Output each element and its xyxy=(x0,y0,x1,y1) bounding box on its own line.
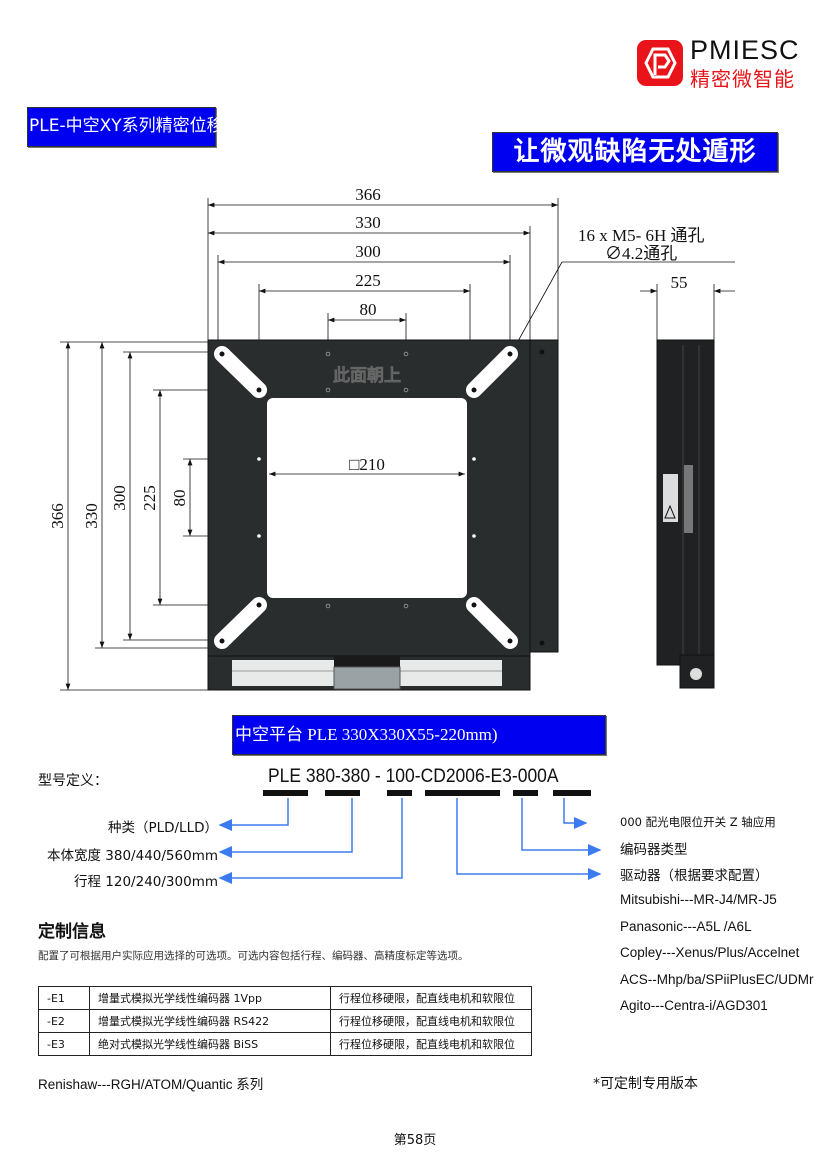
series-title-banner xyxy=(27,107,216,147)
dim-side-55: 55 xyxy=(671,273,688,292)
hole-note-1: 16 x M5- 6H 通孔 xyxy=(578,226,705,245)
dim-left-300: 300 xyxy=(110,485,129,511)
row-code: -E1 xyxy=(38,986,90,1010)
model-label: 型号定义： xyxy=(38,773,108,789)
row-encoder: 增量式模拟光学线性编码器 1Vpp xyxy=(89,986,331,1010)
brand-name-cn: 精密微智能 xyxy=(690,67,795,91)
table-row: -E1 增量式模拟光学线性编码器 1Vpp 行程位移硬限，配直线电机和软限位 xyxy=(38,986,532,1010)
driver-item: ACS--Mhp/ba/SPiiPlusEC/UDMr xyxy=(620,971,814,987)
table-row: -E3 绝对式模拟光学线性编码器 BiSS 行程位移硬限，配直线电机和软限位 xyxy=(38,1032,532,1056)
dim-top-330: 330 xyxy=(355,213,381,232)
custom-title: 定制信息 xyxy=(38,922,106,942)
model-arrows xyxy=(218,790,602,884)
driver-item: Agito---Centra-i/AGD301 xyxy=(620,998,768,1013)
page-number: 第58页 xyxy=(393,1133,437,1148)
callout-type: 种类（PLD/LLD） xyxy=(107,820,218,836)
brand-name-en: PMIESC xyxy=(690,35,800,65)
table-row: -E2 增量式模拟光学线性编码器 RS422 行程位移硬限，配直线电机和软限位 xyxy=(38,1009,532,1033)
row-encoder: 增量式模拟光学线性编码器 RS422 xyxy=(89,1009,331,1033)
driver-item: Copley---Xenus/Plus/Accelnet xyxy=(620,945,800,960)
callout-travel: 行程 120/240/300mm xyxy=(74,874,218,890)
custom-desc: 配置了可根据用户实际应用选择的可选项。可选内容包括行程、编码器、高精度标定等选项… xyxy=(38,950,469,962)
row-note: 行程位移硬限，配直线电机和软限位 xyxy=(330,986,532,1010)
logo-mark-icon xyxy=(637,40,683,86)
callout-width: 本体宽度 380/440/560mm xyxy=(47,848,218,864)
series-title: PLE-中空XY系列精密位移模组 xyxy=(29,116,258,136)
encoder-table: -E1 增量式模拟光学线性编码器 1Vpp 行程位移硬限，配直线电机和软限位 -… xyxy=(38,986,532,1056)
platform-banner: 中空平台 PLE 330X330X55-220mm) xyxy=(232,715,606,755)
dim-top-225: 225 xyxy=(355,271,381,290)
brand-logo: PMIESC 精密微智能 xyxy=(636,35,808,91)
row-note: 行程位移硬限，配直线电机和软限位 xyxy=(330,1032,532,1056)
callout-encoder: 编码器类型 xyxy=(620,842,688,858)
dim-top-366: 366 xyxy=(355,185,381,204)
technical-drawing: 此面朝上 366 330 300 225 80 366 330 300 225 … xyxy=(48,185,735,691)
plate-marking: 此面朝上 xyxy=(333,365,401,386)
top-view-plate: 此面朝上 xyxy=(207,339,559,691)
driver-item: Mitsubishi---MR-J4/MR-J5 xyxy=(620,892,777,907)
row-code: -E3 xyxy=(38,1032,90,1056)
slogan-banner: 让微观缺陷无处遁形 xyxy=(492,132,778,172)
dim-left-330: 330 xyxy=(82,503,101,529)
driver-item: Panasonic---A5L /A6L xyxy=(620,918,752,934)
dim-left-366: 366 xyxy=(48,503,67,529)
dim-left-225: 225 xyxy=(140,485,159,511)
renishaw-note: Renishaw---RGH/ATOM/Quantic 系列 xyxy=(38,1077,264,1092)
hole-note-2: ∅4.2通孔 xyxy=(605,244,677,263)
dim-top-300: 300 xyxy=(355,242,381,261)
row-code: -E2 xyxy=(38,1009,90,1033)
row-encoder: 绝对式模拟光学线性编码器 BiSS xyxy=(89,1032,331,1056)
callout-driver: 驱动器（根据要求配置） xyxy=(620,868,769,884)
callout-limit-switch: 000 配光电限位开关 Z 轴应用 xyxy=(620,815,776,829)
dim-top-80: 80 xyxy=(360,300,377,319)
driver-list: Mitsubishi---MR-J4/MR-J5 Panasonic---A5L… xyxy=(620,892,830,1025)
model-code: PLE 380-380 - 100-CD2006-E3-000A xyxy=(268,766,559,787)
custom-version-note: *可定制专用版本 xyxy=(593,1076,698,1092)
side-view xyxy=(656,339,715,689)
row-note: 行程位移硬限，配直线电机和软限位 xyxy=(330,1009,532,1033)
aperture-dim: □210 xyxy=(349,455,385,474)
dim-left-80: 80 xyxy=(170,490,189,507)
